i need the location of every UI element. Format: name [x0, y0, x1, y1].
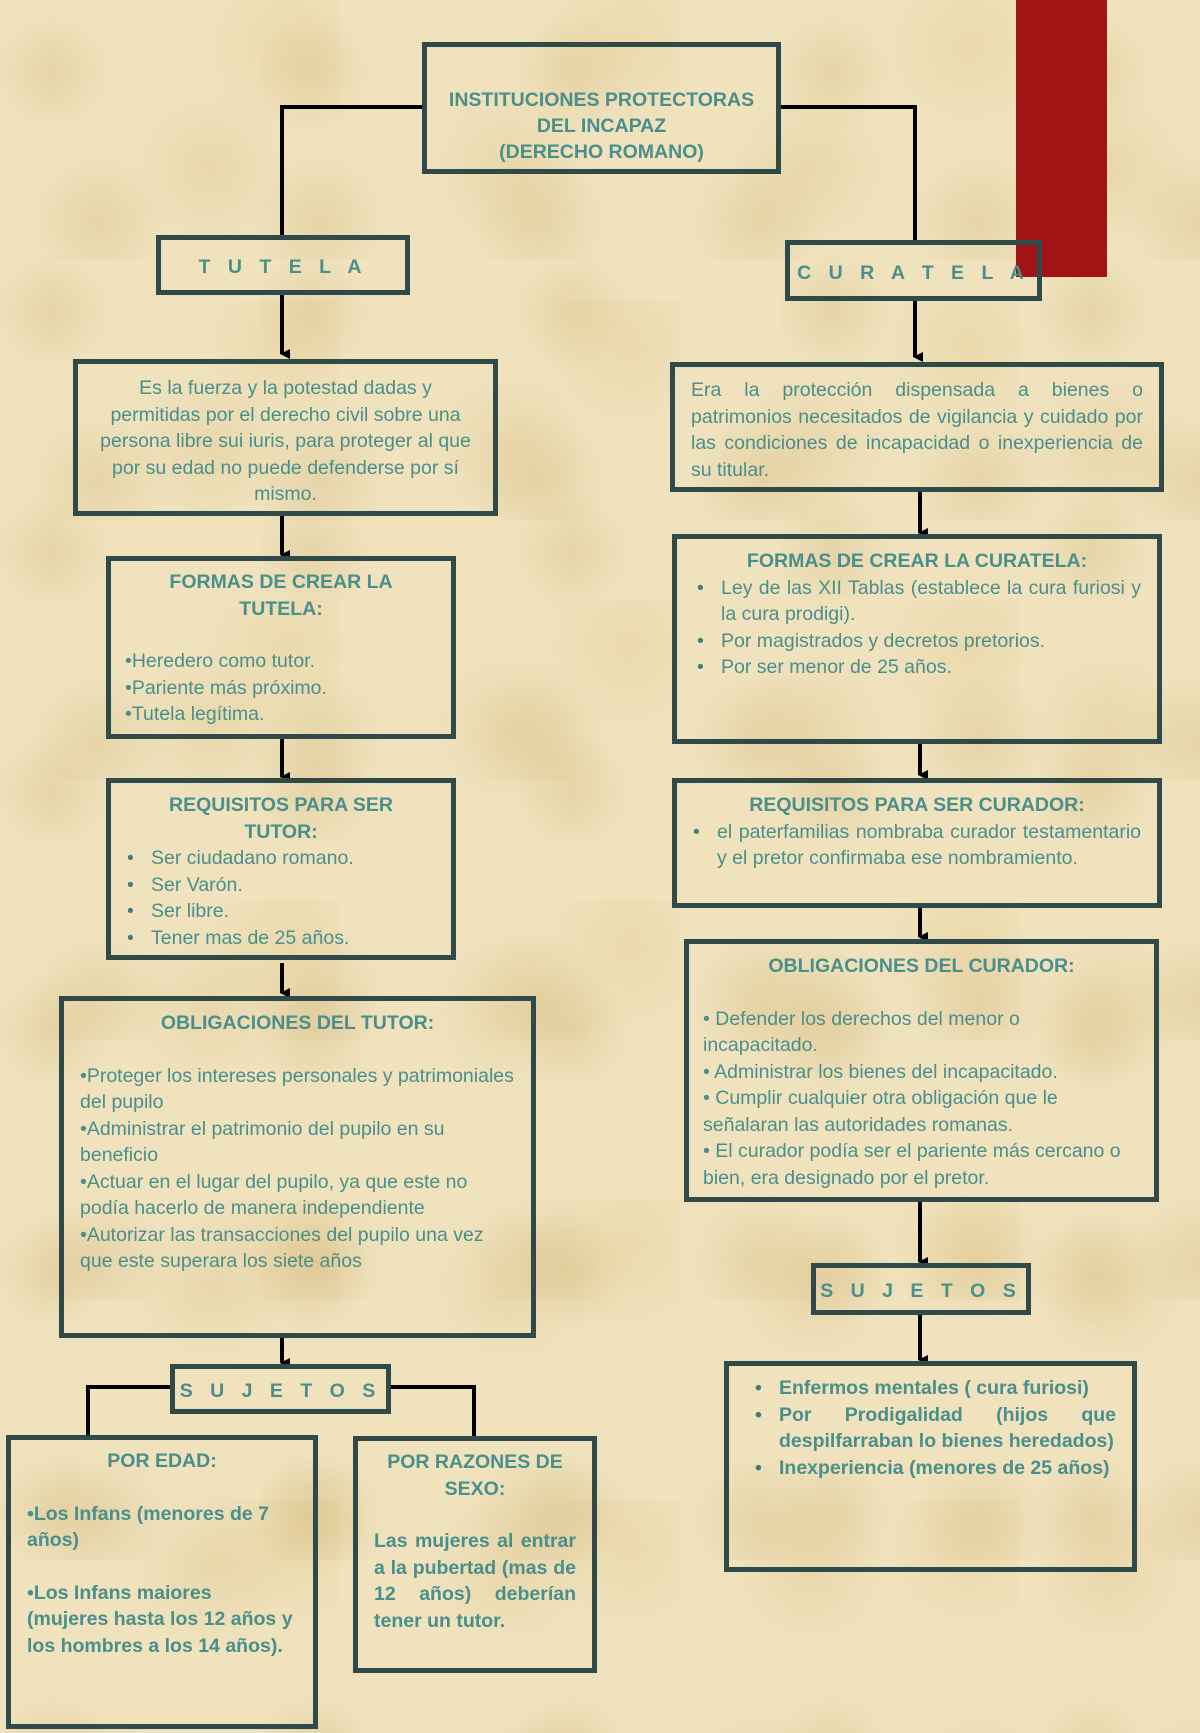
tutela-requisito-item: Ser ciudadano romano.	[127, 845, 437, 872]
title-line-1: INSTITUCIONES PROTECTORAS	[448, 89, 755, 111]
tutela-formas-box: FORMAS DE CREAR LA TUTELA: •Heredero com…	[106, 556, 456, 739]
curatela-obligacion-item: • Cumplir cualquier otra obligación que …	[703, 1087, 1058, 1136]
curatela-obligaciones-box: OBLIGACIONES DEL CURADOR: • Defender los…	[684, 939, 1159, 1202]
curatela-requisitos-title: REQUISITOS PARA SER CURADOR:	[749, 794, 1085, 816]
tutela-requisito-item: Tener mas de 25 años.	[127, 925, 437, 952]
curatela-obligaciones-title: OBLIGACIONES DEL CURADOR:	[768, 955, 1075, 977]
red-ribbon-decoration	[1016, 0, 1107, 277]
curatela-formas-item: Por ser menor de 25 años.	[697, 654, 1141, 681]
sujetos-sexo-box: POR RAZONES DE SEXO: Las mujeres al entr…	[353, 1436, 597, 1673]
curatela-obligacion-item: • Administrar los bienes del incapacitad…	[703, 1060, 1058, 1083]
curatela-sujeto-item: Inexperiencia (menores de 25 años)	[755, 1455, 1116, 1482]
title-line-2: DEL INCAPAZ	[536, 115, 667, 137]
connector-title-tutela	[280, 105, 422, 237]
tutela-requisitos-title: REQUISITOS PARA SER TUTOR:	[169, 794, 393, 843]
curatela-sujeto-item: Enfermos mentales ( cura furiosi)	[755, 1375, 1116, 1402]
tutela-sujetos-heading: S U J E T O S	[179, 1380, 382, 1402]
curatela-sujetos-heading: S U J E T O S	[820, 1280, 1022, 1302]
sujetos-edad-item: •Los Infans maiores (mujeres hasta los 1…	[27, 1581, 293, 1657]
tutela-obligacion-item: •Autorizar las transacciones del pupilo …	[80, 1223, 484, 1273]
tutela-obligaciones-box: OBLIGACIONES DEL TUTOR: •Proteger los in…	[59, 996, 536, 1338]
tutela-obligacion-item: •Actuar en el lugar del pupilo, ya que e…	[80, 1170, 468, 1220]
curatela-sujetos-list-box: Enfermos mentales ( cura furiosi) Por Pr…	[724, 1361, 1137, 1572]
tutela-requisito-item: Ser Varón.	[127, 872, 437, 899]
tutela-requisito-item: Ser libre.	[127, 898, 437, 925]
tutela-heading: T U T E L A	[198, 256, 368, 278]
tutela-formas-item: •Pariente más próximo.	[125, 676, 327, 699]
sujetos-edad-title: POR EDAD:	[107, 1450, 217, 1472]
curatela-formas-box: FORMAS DE CREAR LA CURATELA: Ley de las …	[672, 534, 1162, 744]
connector-sujetos-sexo	[390, 1385, 476, 1438]
curatela-obligacion-item: • Defender los derechos del menor o inca…	[703, 1007, 1020, 1057]
curatela-sujeto-item: Por Prodigalidad (hijos que despilfarrab…	[755, 1402, 1116, 1455]
tutela-definition-box: Es la fuerza y la potestad dadas y permi…	[73, 359, 498, 516]
title-line-3: (DERECHO ROMANO)	[499, 141, 704, 163]
curatela-requisito-item: el paterfamilias nombraba curador testam…	[693, 819, 1141, 872]
connector-sujetos-edad	[8, 1385, 170, 1439]
sujetos-sexo-title: POR RAZONES DE SEXO:	[387, 1451, 563, 1500]
tutela-sujetos-box: S U J E T O S	[170, 1364, 391, 1414]
connector-title-curatela	[779, 105, 917, 243]
curatela-definition-box: Era la protección dispensada a bienes o …	[670, 362, 1164, 492]
sujetos-sexo-text: Las mujeres al entrar a la pubertad (mas…	[374, 1530, 576, 1632]
curatela-obligacion-item: • El curador podía ser el pariente más c…	[703, 1140, 1121, 1189]
curatela-heading-box: C U R A T E L A	[785, 240, 1042, 301]
curatela-requisitos-box: REQUISITOS PARA SER CURADOR: el paterfam…	[672, 778, 1162, 908]
curatela-formas-item: Por magistrados y decretos pretorios.	[697, 628, 1141, 655]
title-box: INSTITUCIONES PROTECTORAS DEL INCAPAZ (D…	[422, 42, 781, 174]
curatela-formas-title: FORMAS DE CREAR LA CURATELA:	[746, 550, 1088, 572]
curatela-definition: Era la protección dispensada a bienes o …	[691, 379, 1143, 481]
tutela-heading-box: T U T E L A	[156, 235, 410, 295]
curatela-sujetos-box: S U J E T O S	[811, 1263, 1031, 1315]
sujetos-edad-box: POR EDAD: •Los Infans (menores de 7 años…	[6, 1435, 318, 1729]
tutela-obligacion-item: •Proteger los intereses personales y pat…	[80, 1064, 514, 1114]
tutela-obligaciones-title: OBLIGACIONES DEL TUTOR:	[160, 1012, 435, 1034]
curatela-heading: C U R A T E L A	[797, 262, 1030, 284]
tutela-obligacion-item: •Administrar el patrimonio del pupilo en…	[80, 1117, 445, 1167]
tutela-definition: Es la fuerza y la potestad dadas y permi…	[100, 377, 471, 505]
sujetos-edad-item: •Los Infans (menores de 7 años)	[27, 1502, 269, 1552]
curatela-formas-item: Ley de las XII Tablas (establece la cura…	[697, 575, 1141, 628]
tutela-formas-item: •Tutela legítima.	[125, 703, 265, 725]
tutela-formas-title: FORMAS DE CREAR LA TUTELA:	[169, 571, 393, 620]
tutela-formas-item: •Heredero como tutor.	[125, 650, 316, 672]
tutela-requisitos-box: REQUISITOS PARA SER TUTOR: Ser ciudadano…	[106, 778, 456, 960]
